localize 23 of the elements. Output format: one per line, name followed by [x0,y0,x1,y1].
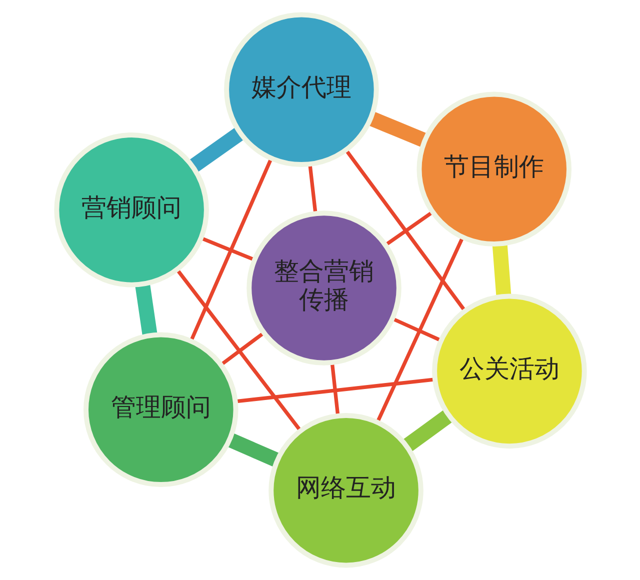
connector [392,317,442,342]
connector [308,164,317,214]
node-circle: 公关活动 [432,294,586,449]
connector [402,410,452,452]
connector [188,126,244,173]
node-circle: 整合营销传播 [246,210,401,366]
connector [384,210,434,246]
connector [220,332,264,366]
node-circle: 媒介代理 [224,12,378,168]
connector [344,148,466,312]
node-circle: 网络互动 [268,412,423,568]
connector [330,362,340,416]
node-circle: 营销顾问 [54,132,208,288]
connector [176,268,302,432]
connector [226,432,280,468]
node-circle: 节目制作 [416,92,571,247]
connector [134,283,157,336]
connector [492,244,511,296]
connector [200,236,254,262]
connector [375,236,464,424]
node-circle: 管理顾问 [83,332,238,488]
connector [189,158,272,342]
connector [368,111,427,148]
